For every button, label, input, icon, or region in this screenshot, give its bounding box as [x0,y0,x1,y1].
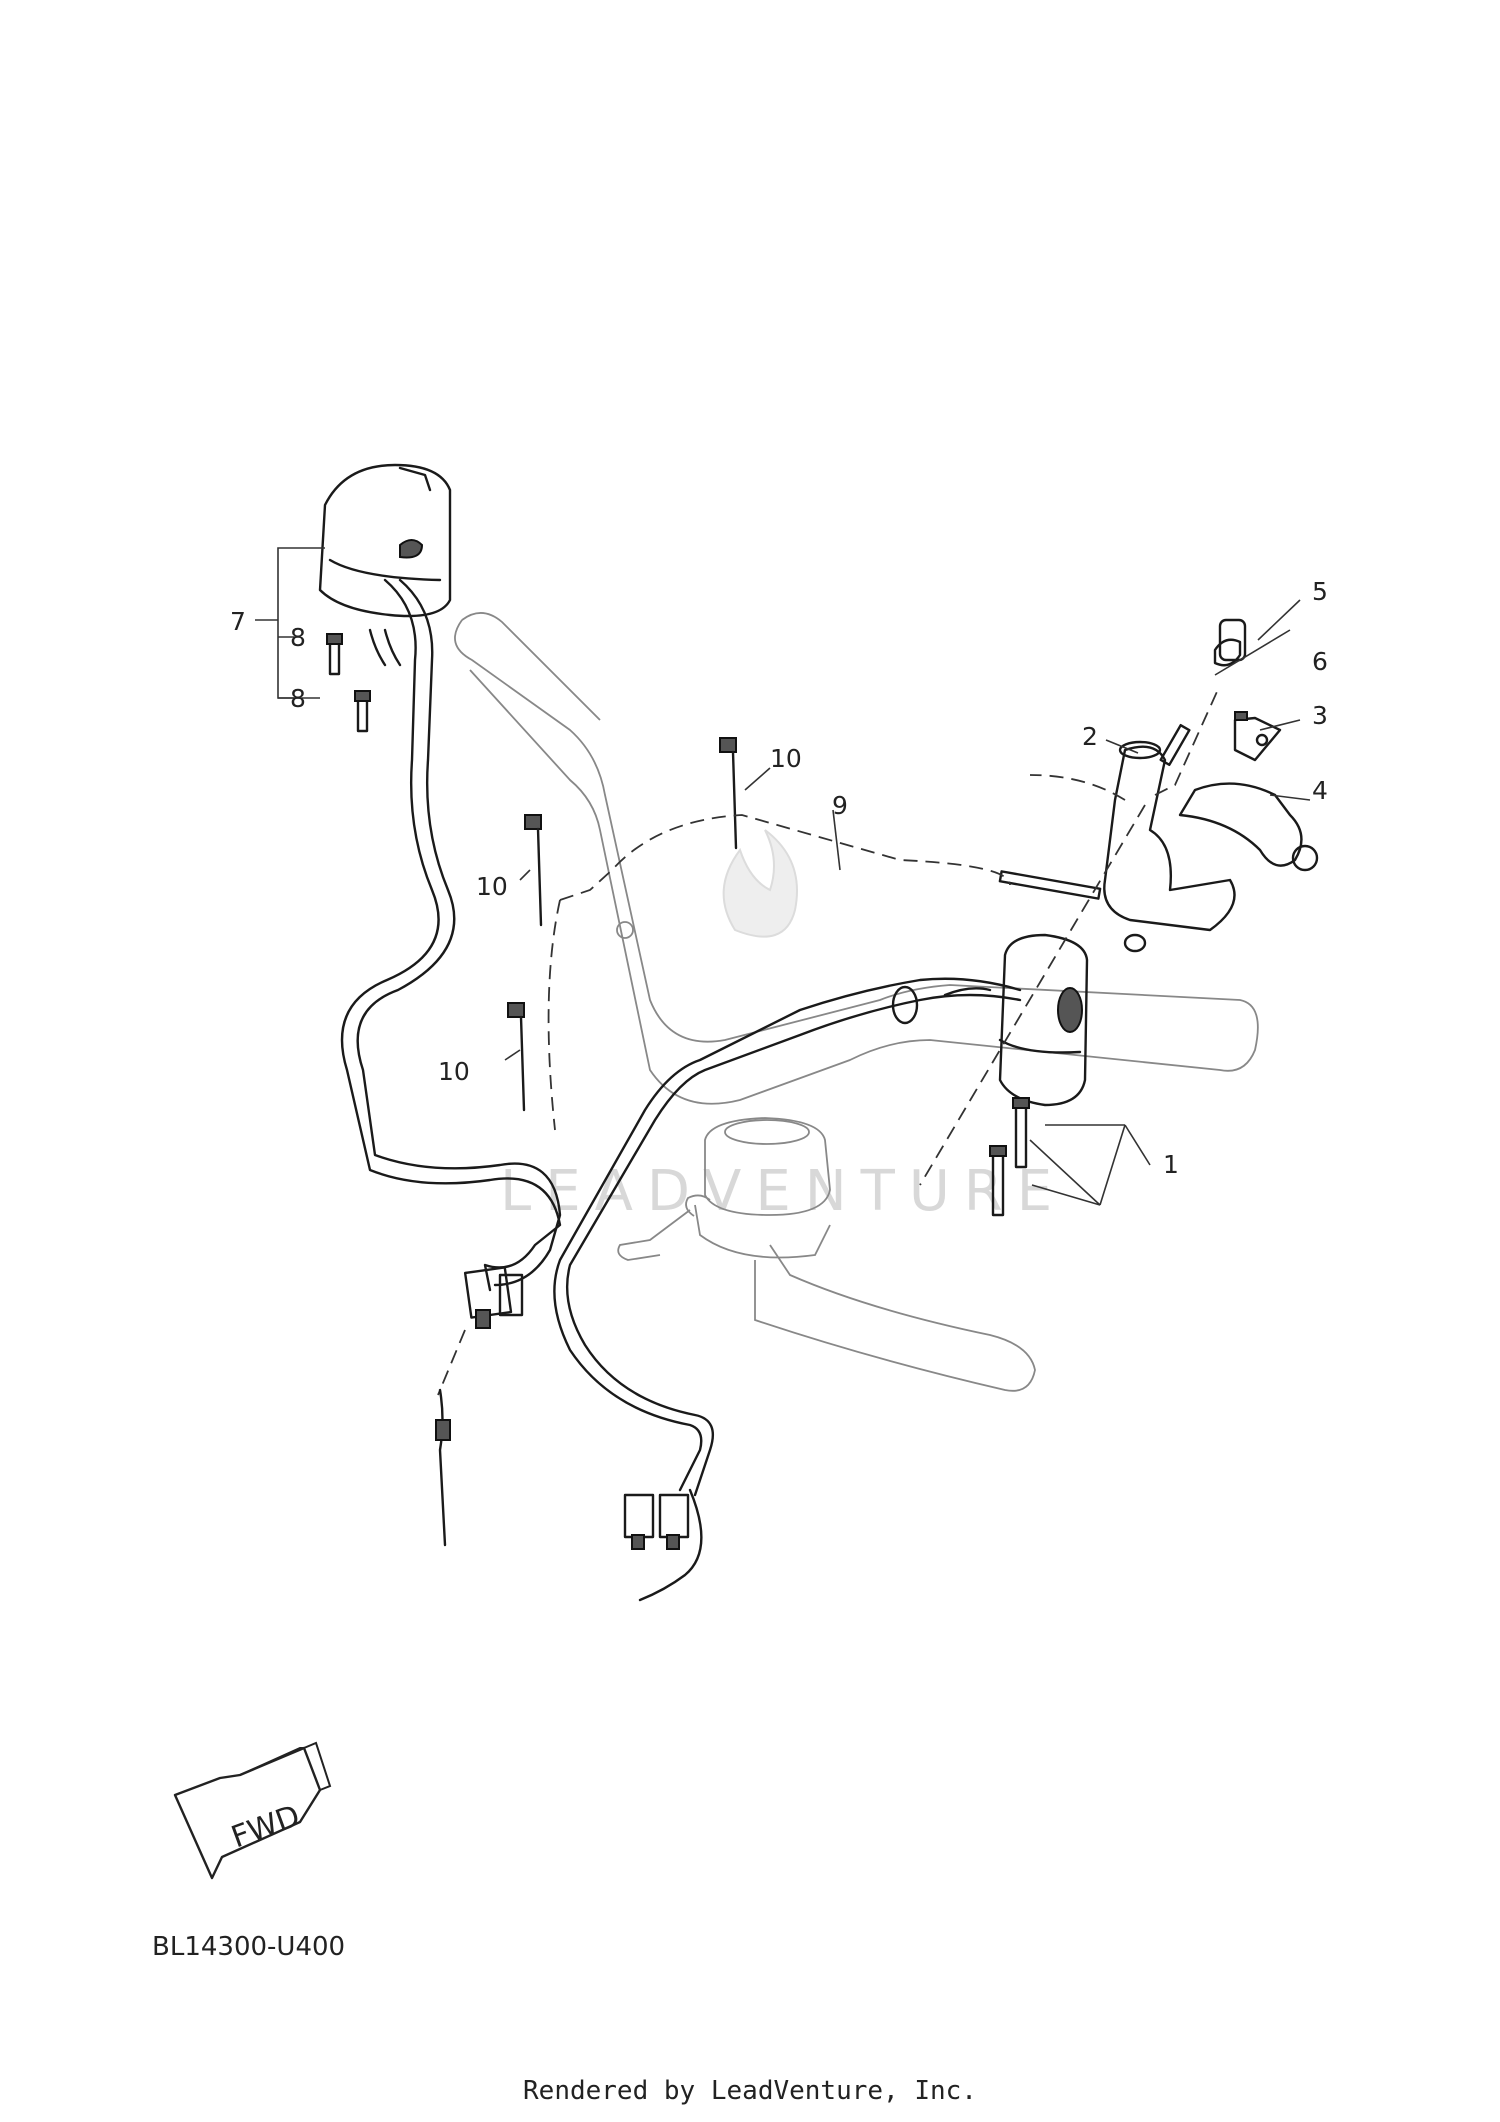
handlebar [454,612,1259,1105]
loose-wire [435,1388,451,1547]
watermark-text: LEADVENTURE [500,1159,1066,1224]
callout-8a: 8 [290,623,306,652]
callout-10b: 10 [476,872,508,901]
callout-8b: 8 [290,684,306,713]
callout-1: 1 [1163,1150,1179,1179]
routing-lines [437,684,1221,1396]
callout-6: 6 [1312,647,1328,676]
screws-8 [326,633,371,733]
callout-10c: 10 [438,1057,470,1086]
forward-arrow-icon: FWD [173,1741,332,1880]
callout-10a: 10 [770,744,802,773]
screws-1 [989,1097,1030,1217]
left-connectors [463,1266,524,1329]
footer-credit: Rendered by LeadVenture, Inc. [523,2076,977,2106]
callout-3: 3 [1312,701,1328,730]
right-connectors [623,1488,703,1602]
brake-master-cylinder [617,1117,1036,1392]
left-handlebar-switch [318,463,562,1292]
callout-5: 5 [1312,577,1328,606]
callout-4: 4 [1312,776,1328,805]
callout-9: 9 [832,791,848,820]
callout-7: 7 [230,607,246,636]
watermark: LEADVENTURE [500,829,1066,1224]
clutch-holder [1103,711,1319,932]
callouts: 1 2 3 4 5 6 7 8 8 9 10 10 10 [230,577,1328,1179]
cable-ties-10 [507,737,738,1112]
clutch-cable [998,618,1247,953]
callout-2: 2 [1082,722,1098,751]
leader-lines [255,547,1311,1206]
diagram-reference-code: BL14300-U400 [152,1932,346,1962]
